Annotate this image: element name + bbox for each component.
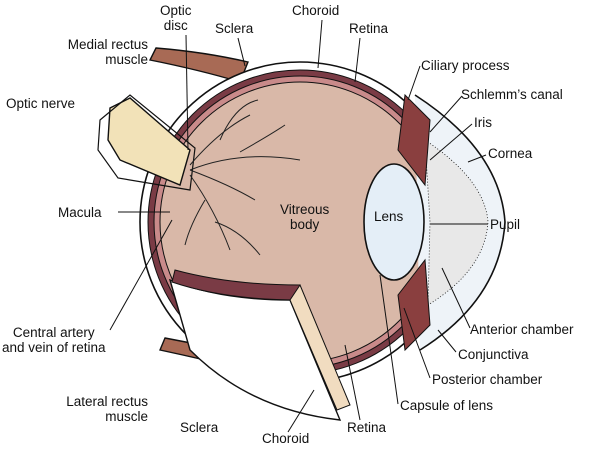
label-sclera-bottom: Sclera [180,420,219,435]
label-iris: Iris [474,115,492,130]
label-schlemms-canal: Schlemm’s canal [461,87,563,102]
label-pupil: Pupil [490,217,521,232]
label-posterior-chamber: Posterior chamber [432,372,543,387]
label-retina-top: Retina [349,21,389,36]
label-sclera-top: Sclera [215,21,254,36]
lens [363,163,425,281]
iris-top [397,93,431,187]
label-conjunctiva: Conjunctiva [458,347,529,362]
label-capsule-of-lens: Capsule of lens [400,398,494,413]
label-retina-bottom: Retina [347,420,387,435]
cutaway-retina [289,283,351,411]
label-lens: Lens [374,209,404,224]
label-anterior-chamber: Anterior chamber [470,322,574,337]
label-choroid-bottom: Choroid [262,431,310,446]
retinal-vessels [184,99,301,256]
label-choroid-top: Choroid [292,3,340,18]
label-cornea: Cornea [488,146,533,161]
medial-rectus-muscle [148,47,249,83]
label-optic-nerve: Optic nerve [6,96,76,111]
iris-bottom [397,258,431,352]
optic-nerve [107,97,191,186]
anterior-chamber [424,139,489,306]
label-ciliary-process: Ciliary process [421,58,510,73]
optic-nerve-sheath [97,94,196,191]
label-macula: Macula [58,205,102,220]
